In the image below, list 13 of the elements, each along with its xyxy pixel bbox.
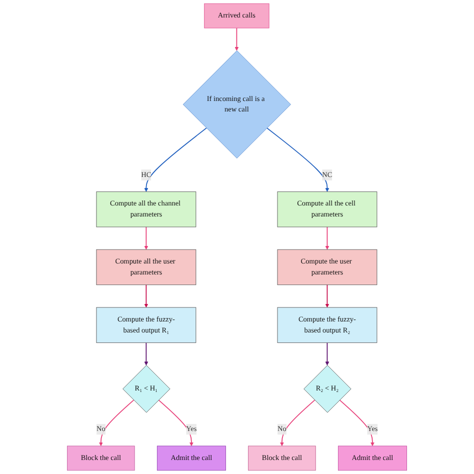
arrow bbox=[98, 400, 134, 446]
arrow bbox=[144, 226, 148, 250]
arrow bbox=[144, 342, 148, 366]
arrow bbox=[144, 284, 148, 308]
arrow bbox=[325, 342, 330, 366]
arrow bbox=[144, 128, 207, 192]
arrow bbox=[266, 128, 330, 192]
arrow bbox=[325, 284, 330, 308]
arrow bbox=[325, 226, 330, 250]
arrow bbox=[234, 28, 239, 51]
arrow bbox=[339, 400, 374, 446]
arrow bbox=[158, 400, 194, 446]
arrow bbox=[280, 400, 316, 446]
